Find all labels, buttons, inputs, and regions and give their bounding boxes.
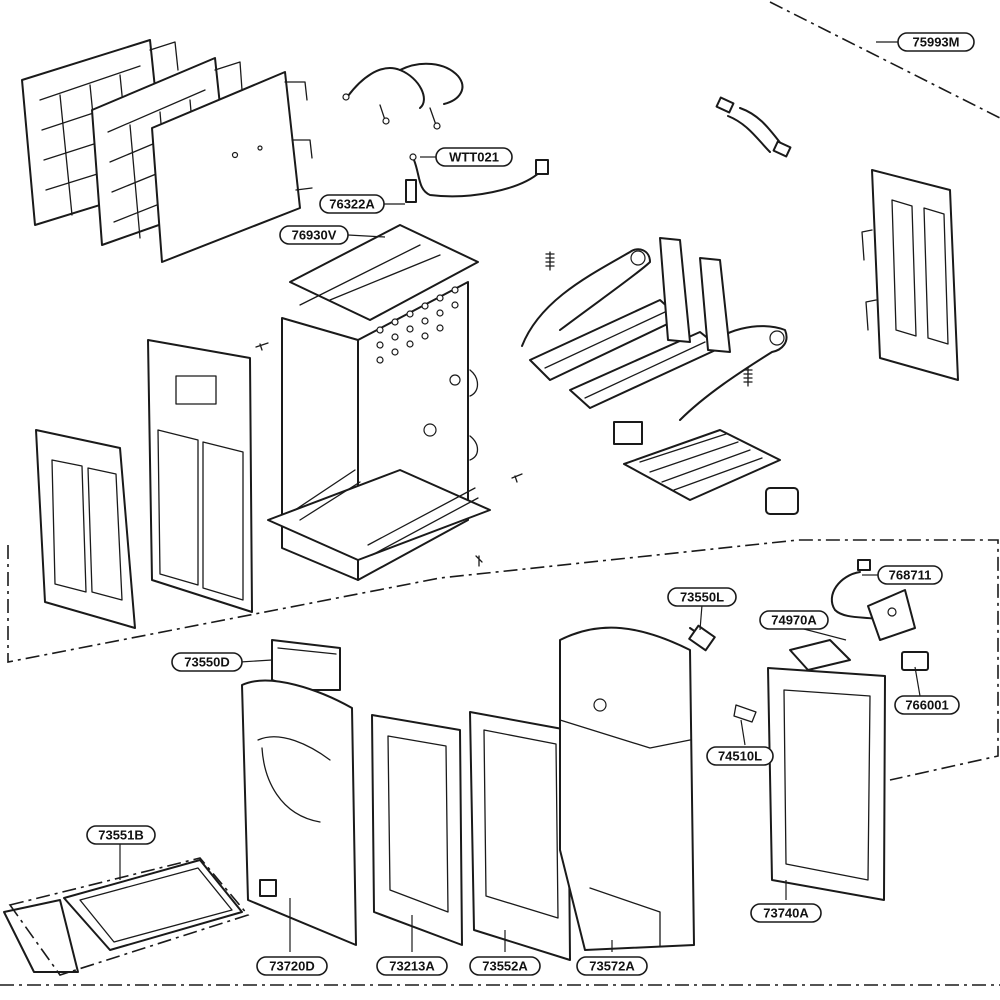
ice-chute-front-cover <box>241 679 357 946</box>
part-label: 74970A <box>771 613 817 628</box>
housing-grid-holes <box>376 286 461 437</box>
screws <box>255 342 523 567</box>
bucket-front-frame <box>147 339 253 613</box>
part-label: 73552A <box>482 959 528 974</box>
part-label: 73551B <box>98 828 144 843</box>
motor-switch-harness <box>830 559 916 641</box>
part-label: 73550D <box>184 655 230 670</box>
chute-door-73552A <box>469 711 571 961</box>
ice-shelf-tray <box>623 429 781 501</box>
duct-hinge <box>733 704 757 723</box>
part-label: 74510L <box>718 749 762 764</box>
ice-tray-73551B <box>3 857 250 976</box>
part-tags: 75993M WTT021 76322A 76930V 768711 73550… <box>86 32 975 976</box>
thermistor-harness <box>405 153 549 203</box>
evaporator-plate <box>151 71 313 263</box>
dispenser-cover-73572A <box>559 626 695 951</box>
ejector-arms <box>521 237 788 421</box>
leader-lines <box>119 41 921 952</box>
part-label: WTT021 <box>449 150 499 165</box>
ice-maker-housing <box>267 224 491 581</box>
solenoid-valve <box>688 624 716 652</box>
part-label: 75993M <box>913 35 960 50</box>
part-label: 76322A <box>329 197 375 212</box>
part-label: 73740A <box>763 906 809 921</box>
small-brackets <box>613 421 799 515</box>
bucket-back-panel <box>35 429 136 629</box>
duct-frame-73740A <box>767 639 886 901</box>
part-label: 73720D <box>269 959 315 974</box>
chute-frame-73213A <box>371 714 463 946</box>
side-mounting-bracket <box>861 169 959 381</box>
part-label: 73550L <box>680 590 724 605</box>
part-label: 76930V <box>292 228 337 243</box>
heater-loop <box>342 62 464 130</box>
dispenser-lever-73550D <box>271 639 341 691</box>
part-label: 73572A <box>589 959 635 974</box>
part-label: 73213A <box>389 959 435 974</box>
jumper-harness <box>715 96 792 158</box>
part-label: 768711 <box>889 568 932 583</box>
springs <box>545 251 753 387</box>
part-label: 766001 <box>905 698 948 713</box>
